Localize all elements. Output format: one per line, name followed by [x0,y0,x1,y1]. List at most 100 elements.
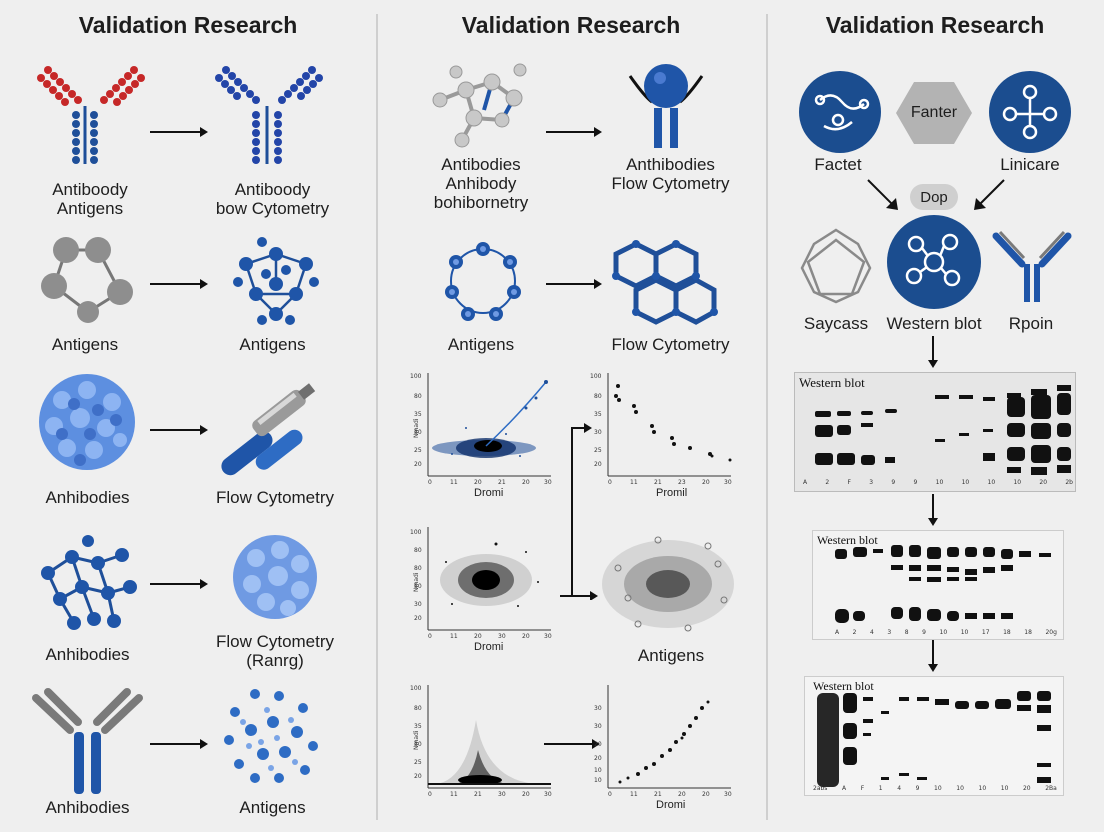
row5-left-label: Anhibodies [45,798,130,817]
lane-label: 10 [956,785,964,792]
xtick: 11 [450,479,458,486]
ytick: 80 [414,705,422,712]
ytick: 20 [594,755,602,762]
rpoin-antibody-icon [992,230,1072,302]
row2-left-label: Antigens [447,335,515,354]
molecule-network-icon [41,535,137,630]
lane-label: A [803,479,808,486]
xtick: 0 [428,479,432,486]
xtick: 20 [474,479,482,486]
facet-node-icon [799,71,881,153]
saycass-star-icon [800,228,872,304]
row5-right-label: Antigens [239,798,306,817]
ytick: 30 [594,723,602,730]
ytick: 30 [414,429,422,436]
blue-antibody-icon [215,66,323,164]
xtick: 21 [654,479,662,486]
lane-label: 8 [904,629,909,636]
red-blue-antibody-icon [37,66,145,164]
lane-label: 9 [891,479,896,486]
lane-label: 3 [869,479,874,486]
arrow-down-icon [928,640,938,672]
arrow-icon [544,739,600,749]
ytick: 80 [414,547,422,554]
lane-label: 18 [1024,629,1032,636]
ytick: 25 [414,447,422,454]
lane-label: 10 [935,479,944,486]
lane-label: 10 [1000,785,1009,792]
lane-label: 1 [878,785,883,792]
scatter-cloud-plot-4 [602,536,734,632]
xtick: 0 [428,633,432,640]
xtick: 30 [544,633,552,640]
divider [376,14,378,820]
ytick: 35 [414,723,422,730]
lane-label: F [860,785,865,792]
lane-label: 2b [1065,479,1073,486]
xtick: 11 [450,633,458,640]
row2-left-label: Antigens [51,335,119,354]
western-blot-node-icon [887,215,981,309]
lane-label: 2abs [813,785,828,792]
xlabel: Dromi [656,799,685,810]
arrow-down-icon [928,336,938,368]
xtick: 30 [544,479,552,486]
xtick: 20 [702,791,710,798]
row4-left-label: Anhibodies [45,645,130,664]
xtick: 0 [608,791,612,798]
xtick: 11 [450,791,458,798]
scattered-antigens-icon [224,689,318,783]
flow-cytometer-tubes-icon [221,383,316,476]
dop-badge [910,184,958,210]
xtick: 30 [544,791,552,798]
ytick: 30 [414,601,422,608]
gray-antibody-icon [32,688,143,794]
node-factet-label: Factet [814,155,862,174]
ytick: 100 [590,373,602,380]
ytick: 25 [414,759,422,766]
lane-label: 4 [897,785,902,792]
ytick: 20 [594,461,602,468]
lane-label: F [847,479,851,486]
node-linicare-label: Linicare [1000,155,1060,174]
linicare-node-icon [989,71,1071,153]
row2-right-label: Flow Cytometry [611,335,730,354]
blot-title: Western blot [817,533,878,547]
lane-label: 20 [1022,785,1031,792]
lane-label: 9 [915,785,920,792]
xtick: 20 [522,479,530,486]
row4-right-label: Flow Cytometry(Ranrg) [215,632,335,670]
ytick: 25 [594,447,602,454]
ytick: 80 [414,393,422,400]
ytick: 20 [414,461,422,468]
xtick: 21 [498,479,506,486]
lane-label: 2 [825,479,830,486]
xtick: 20 [474,633,482,640]
row3-left-label: Anhibodies [45,488,130,507]
ring-molecule-icon [445,242,521,321]
divider [766,14,768,820]
arrow-icon [546,279,602,289]
xtick: 11 [630,791,638,798]
lane-label: 10 [939,629,948,636]
ylabel: Nmadi [413,572,420,592]
panel-title: Validation Research [461,12,681,38]
xtick: 20 [678,791,686,798]
arrow-down-icon [928,494,938,526]
xtick: 11 [630,479,638,486]
node-dop-label: Dop [920,189,948,206]
fanter-node-icon [896,82,972,144]
ytick: 35 [594,411,602,418]
ytick: 30 [594,705,602,712]
lane-label: 10 [978,785,987,792]
plot4-label: Antigens [637,646,705,665]
